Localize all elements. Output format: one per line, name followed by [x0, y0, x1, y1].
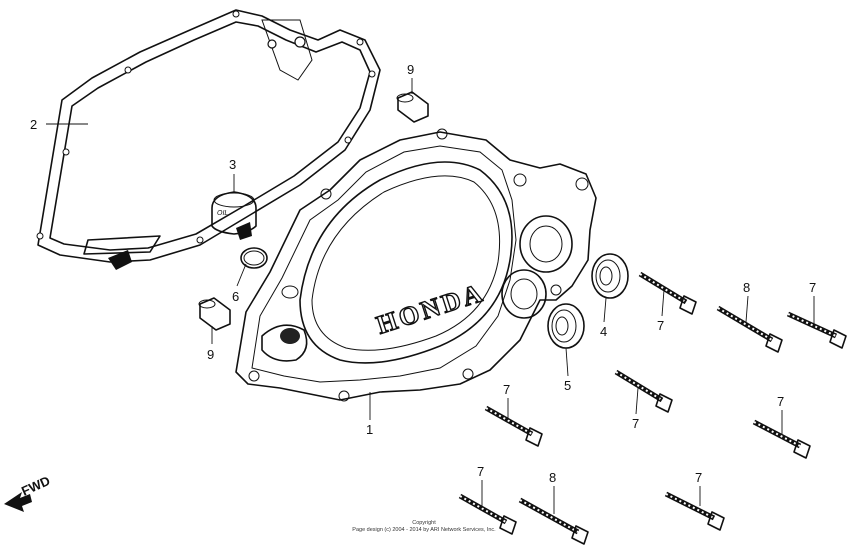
callout-7-g: 7 [695, 470, 702, 485]
dowel-pin-part-9-top[interactable] [396, 91, 429, 123]
callout-9-top: 9 [407, 62, 414, 77]
honda-brand-emblem: HONDA [373, 278, 488, 340]
bolt-part-7-b[interactable] [786, 311, 847, 349]
callout-7-b: 7 [809, 280, 816, 295]
bolt-part-8-a[interactable] [716, 305, 783, 353]
copyright-line-2: Page design (c) 2004 - 2014 by ARI Netwo… [352, 527, 496, 533]
callout-8-b: 8 [549, 470, 556, 485]
bolt-part-7-a[interactable] [638, 271, 697, 315]
oil-filler-cap-part-3[interactable]: OIL [211, 191, 257, 240]
bolt-part-8-b[interactable] [518, 497, 589, 545]
forward-arrow-icon [4, 492, 32, 512]
copyright-line-1: Copyright [412, 520, 436, 526]
bolt-part-7-d[interactable] [484, 405, 543, 447]
callout-4: 4 [600, 324, 607, 339]
bolt-part-7-e[interactable] [752, 419, 811, 459]
gasket-part-2[interactable] [36, 9, 381, 270]
callout-7-c: 7 [632, 416, 639, 431]
oil-seal-part-5[interactable] [547, 303, 585, 349]
callout-2: 2 [30, 117, 37, 132]
callout-6: 6 [232, 289, 239, 304]
callout-7-f: 7 [477, 464, 484, 479]
callout-9-bottom: 9 [207, 347, 214, 362]
forward-direction-indicator: FWD [4, 473, 52, 512]
bolt-part-7-c[interactable] [614, 369, 673, 413]
callout-7-a: 7 [657, 318, 664, 333]
leader-lines [46, 78, 815, 514]
callout-7-e: 7 [777, 394, 784, 409]
callout-8-a: 8 [743, 280, 750, 295]
crankcase-cover-part-1[interactable]: HONDA [235, 128, 597, 402]
fwd-label: FWD [19, 473, 52, 499]
bolt-part-7-g[interactable] [664, 491, 725, 531]
callout-7-d: 7 [503, 382, 510, 397]
dowel-pin-part-9-bottom[interactable] [198, 297, 231, 331]
callout-3: 3 [229, 157, 236, 172]
oil-seal-part-4[interactable] [591, 253, 629, 299]
callout-1: 1 [366, 422, 373, 437]
callout-5: 5 [564, 378, 571, 393]
o-ring-part-6[interactable] [240, 247, 268, 269]
bolt-part-7-f[interactable] [458, 493, 517, 535]
oil-cap-label: OIL [217, 210, 228, 217]
